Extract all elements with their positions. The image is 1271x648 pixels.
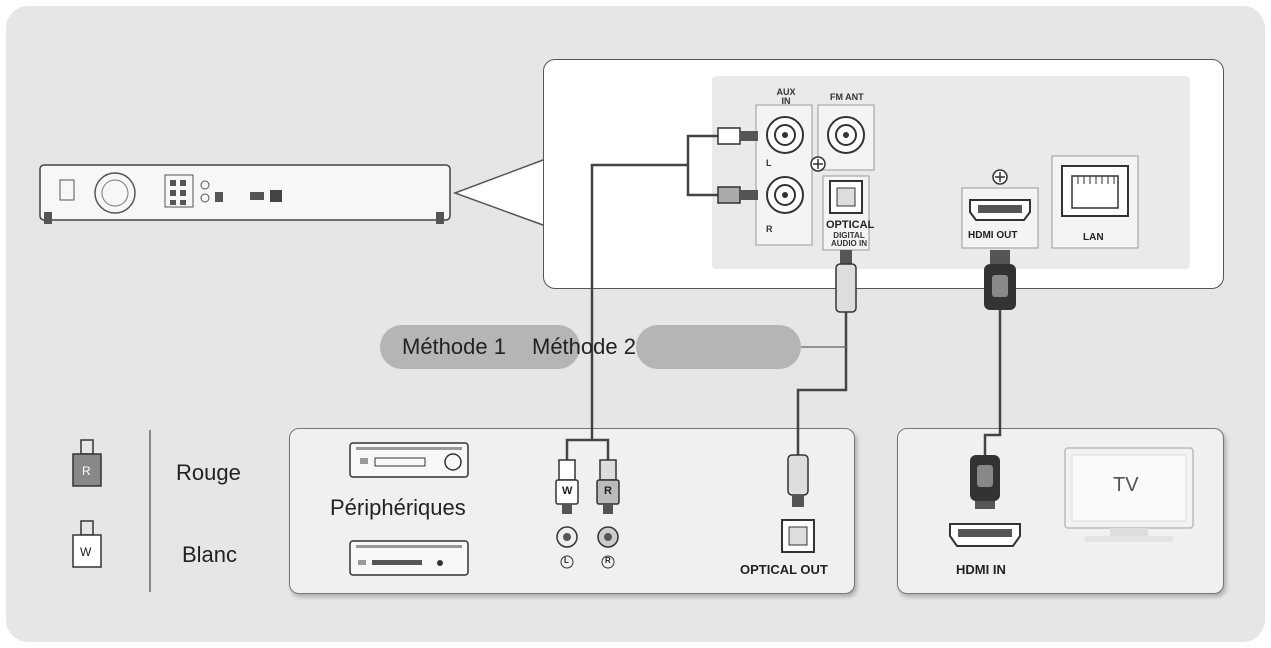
optical-out-label: OPTICAL OUT: [740, 562, 828, 577]
white-plug-legend-icon: [72, 520, 102, 568]
red-plug-legend-icon: [72, 439, 102, 487]
aux-in-label: AUX IN: [776, 87, 796, 106]
method2-pill: [636, 325, 801, 369]
hdmi-in-jack: [949, 523, 1021, 547]
fm-ant-label: FM ANT: [830, 92, 864, 102]
method2-label: Méthode 2: [532, 334, 636, 359]
optical-out-jack: [781, 519, 815, 553]
optical-plug-panel: [835, 250, 857, 313]
white-legend-label: Blanc: [182, 542, 238, 567]
digital-audio-in-label: DIGITAL AUDIO IN: [831, 231, 867, 248]
rca-cable: [565, 134, 720, 460]
method1-label: Méthode 1: [402, 334, 506, 359]
aux-port-group: [755, 104, 813, 246]
optical-plug-device: [787, 454, 809, 507]
fm-antenna-jack: [817, 104, 875, 171]
hdmi-plug-panel: [984, 250, 1016, 310]
home-theater-player: [39, 164, 451, 224]
optical-label: OPTICAL: [826, 219, 875, 231]
lan-label: LAN: [1083, 232, 1104, 243]
rca-plug-red-device: [596, 459, 620, 514]
rca-plug-red-panel: [717, 186, 758, 204]
hdmi-out-jack: [961, 169, 1039, 249]
ground-screw-icon: [810, 156, 826, 172]
red-legend-label: Rouge: [176, 460, 241, 485]
tv-icon: [1064, 447, 1194, 542]
jack-r-letter: R: [605, 556, 611, 565]
hdmi-out-label: HDMI OUT: [968, 230, 1018, 241]
rca-jack-right-icon: [597, 526, 619, 569]
lan-jack: [1051, 155, 1139, 249]
optical-in-jack: [822, 175, 870, 251]
port-r-label: R: [766, 224, 773, 234]
optical-cable: [796, 310, 848, 455]
peripherals-label: Périphériques: [330, 495, 466, 520]
tv-label: TV: [1113, 474, 1139, 496]
plug-r-letter: R: [604, 485, 612, 497]
vcr-device-icon: [349, 442, 469, 478]
rca-plug-white-panel: [717, 127, 758, 145]
hdmi-cable: [983, 310, 1002, 455]
rca-plug-white-device: [555, 459, 579, 514]
white-plug-letter: W: [80, 545, 92, 559]
red-plug-letter: R: [82, 464, 91, 478]
hdmi-in-label: HDMI IN: [956, 562, 1006, 577]
hdmi-plug-tv: [970, 455, 1000, 509]
jack-l-letter: L: [564, 556, 569, 565]
dvd-player-icon: [349, 540, 469, 576]
rca-jack-left-icon: [556, 526, 578, 569]
plug-w-letter: W: [562, 485, 573, 497]
port-l-label: L: [766, 158, 772, 168]
method1-pill: [380, 325, 580, 369]
